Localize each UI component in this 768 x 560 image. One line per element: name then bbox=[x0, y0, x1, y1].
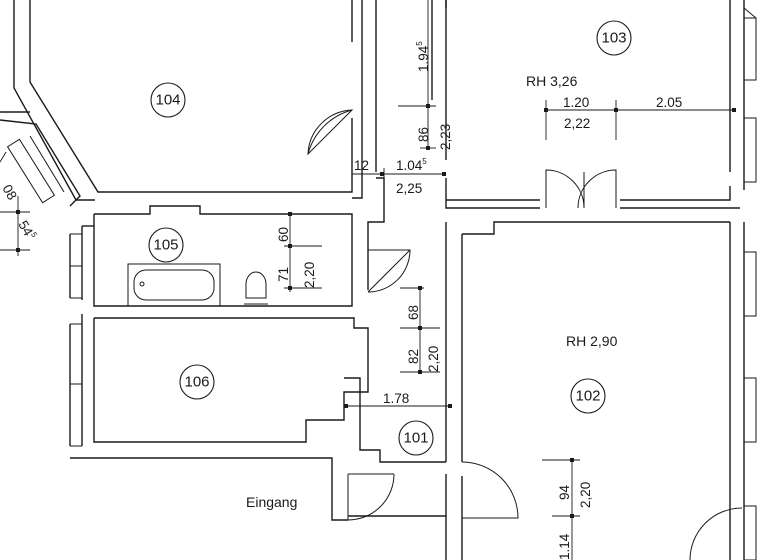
bathroom-fixtures bbox=[127, 263, 268, 307]
ceiling-height-103: RH 3,26 bbox=[526, 73, 578, 89]
windows-right bbox=[743, 7, 757, 560]
ceiling-height-102: RH 2,90 bbox=[566, 333, 618, 349]
dim-223: 2,23 bbox=[438, 124, 453, 150]
dim-86: 86 bbox=[416, 127, 431, 142]
dim-08: 08 bbox=[0, 182, 20, 203]
room-number: 105 bbox=[153, 237, 178, 254]
room-tag-106: 106 bbox=[179, 364, 215, 400]
room-number: 104 bbox=[155, 92, 180, 109]
dim-60: 60 bbox=[276, 227, 291, 242]
room-number: 101 bbox=[403, 430, 428, 447]
dim-94: 94 bbox=[557, 484, 572, 500]
dim-220-102: 2,20 bbox=[578, 482, 593, 508]
room-number: 103 bbox=[601, 30, 626, 47]
dim-120: 1.20 bbox=[563, 95, 589, 110]
room-tag-101: 101 bbox=[398, 420, 434, 456]
room-tag-105: 105 bbox=[148, 227, 184, 263]
dim-68: 68 bbox=[406, 305, 421, 320]
doors bbox=[307, 109, 743, 560]
bathtub bbox=[127, 263, 221, 307]
dim-205: 2.05 bbox=[656, 95, 682, 110]
dim-178: 1.78 bbox=[383, 391, 409, 406]
dim-194: 1.945 bbox=[415, 41, 431, 72]
dim-225: 2,25 bbox=[396, 181, 422, 196]
room-tag-102: 102 bbox=[570, 378, 606, 414]
toilet bbox=[245, 271, 267, 299]
entrance-label: Eingang bbox=[246, 494, 297, 510]
room-number: 102 bbox=[575, 388, 600, 405]
dim-220-105: 2,20 bbox=[302, 262, 317, 288]
dim-82: 82 bbox=[406, 349, 421, 364]
dimension-texts: 1.945 86 2,23 1.20 2.05 2,22 12 1.045 2,… bbox=[0, 41, 682, 560]
dim-54: 545 bbox=[15, 218, 39, 243]
dim-71: 71 bbox=[276, 267, 291, 282]
dim-114: 1.14 bbox=[557, 533, 572, 560]
dimension-lines bbox=[0, 0, 736, 560]
room-number: 106 bbox=[184, 374, 209, 391]
dim-220-101: 2,20 bbox=[426, 346, 441, 372]
dim-222: 2,22 bbox=[564, 116, 590, 131]
dim-12: 12 bbox=[354, 158, 369, 173]
room-tag-103: 103 bbox=[596, 20, 632, 56]
dim-104: 1.045 bbox=[396, 157, 427, 173]
room-tag-104: 104 bbox=[150, 82, 186, 118]
